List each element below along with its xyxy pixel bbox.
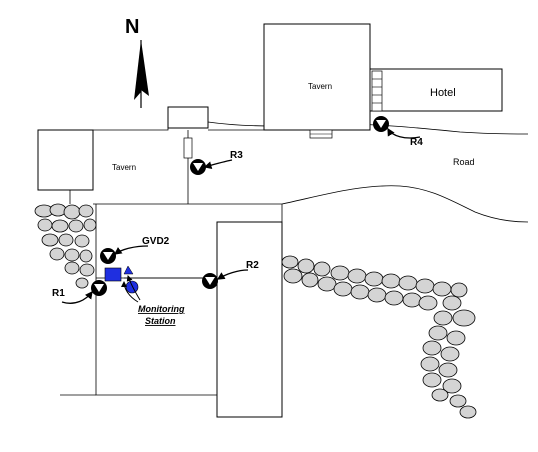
station-leader-2 [126,275,141,301]
monitoring-station-label-line1: Monitoring [138,304,185,314]
monitoring-station-circle-icon [125,280,139,294]
sampler-r4-icon [373,116,389,132]
r2-label: R2 [246,260,259,271]
hotel-label: Hotel [430,87,456,99]
tavern-upper-building [263,23,371,131]
r4-label: R4 [410,137,423,148]
road-label: Road [453,157,475,167]
sampler-r1-icon [91,280,107,296]
monitoring-station-square-icon [104,267,122,282]
tavern-left-label: Tavern [112,163,136,172]
north-arrow: N [125,16,149,108]
r1-leader [61,290,93,304]
gvd2-label: GVD2 [142,236,170,247]
sampler-gvd2-icon [100,248,116,264]
monitoring-station-label-line2: Station [145,316,176,326]
tavern-upper-label: Tavern [308,82,332,91]
monitoring-station-triangle-icon [123,265,134,275]
r4-leader [387,127,421,139]
station-leader-1 [121,281,139,303]
hotel-building [369,68,503,112]
tavern-left-building [37,129,94,191]
rock-wall-right [281,255,477,419]
sampler-r2-icon [202,273,218,289]
rock-wall-left [34,203,97,289]
lower-long-building [216,221,283,418]
r2-leader [216,269,249,280]
r1-label: R1 [52,288,65,299]
sampler-r3-icon [190,159,206,175]
shed-post [183,137,193,159]
road-edge-lower [281,185,529,223]
r3-leader [203,159,233,169]
small-shed [167,106,209,129]
boundary-left-upper [93,128,264,131]
north-label: N [125,16,139,38]
hotel-stairs [371,70,383,112]
r3-label: R3 [230,150,243,161]
gvd2-leader [113,245,149,255]
